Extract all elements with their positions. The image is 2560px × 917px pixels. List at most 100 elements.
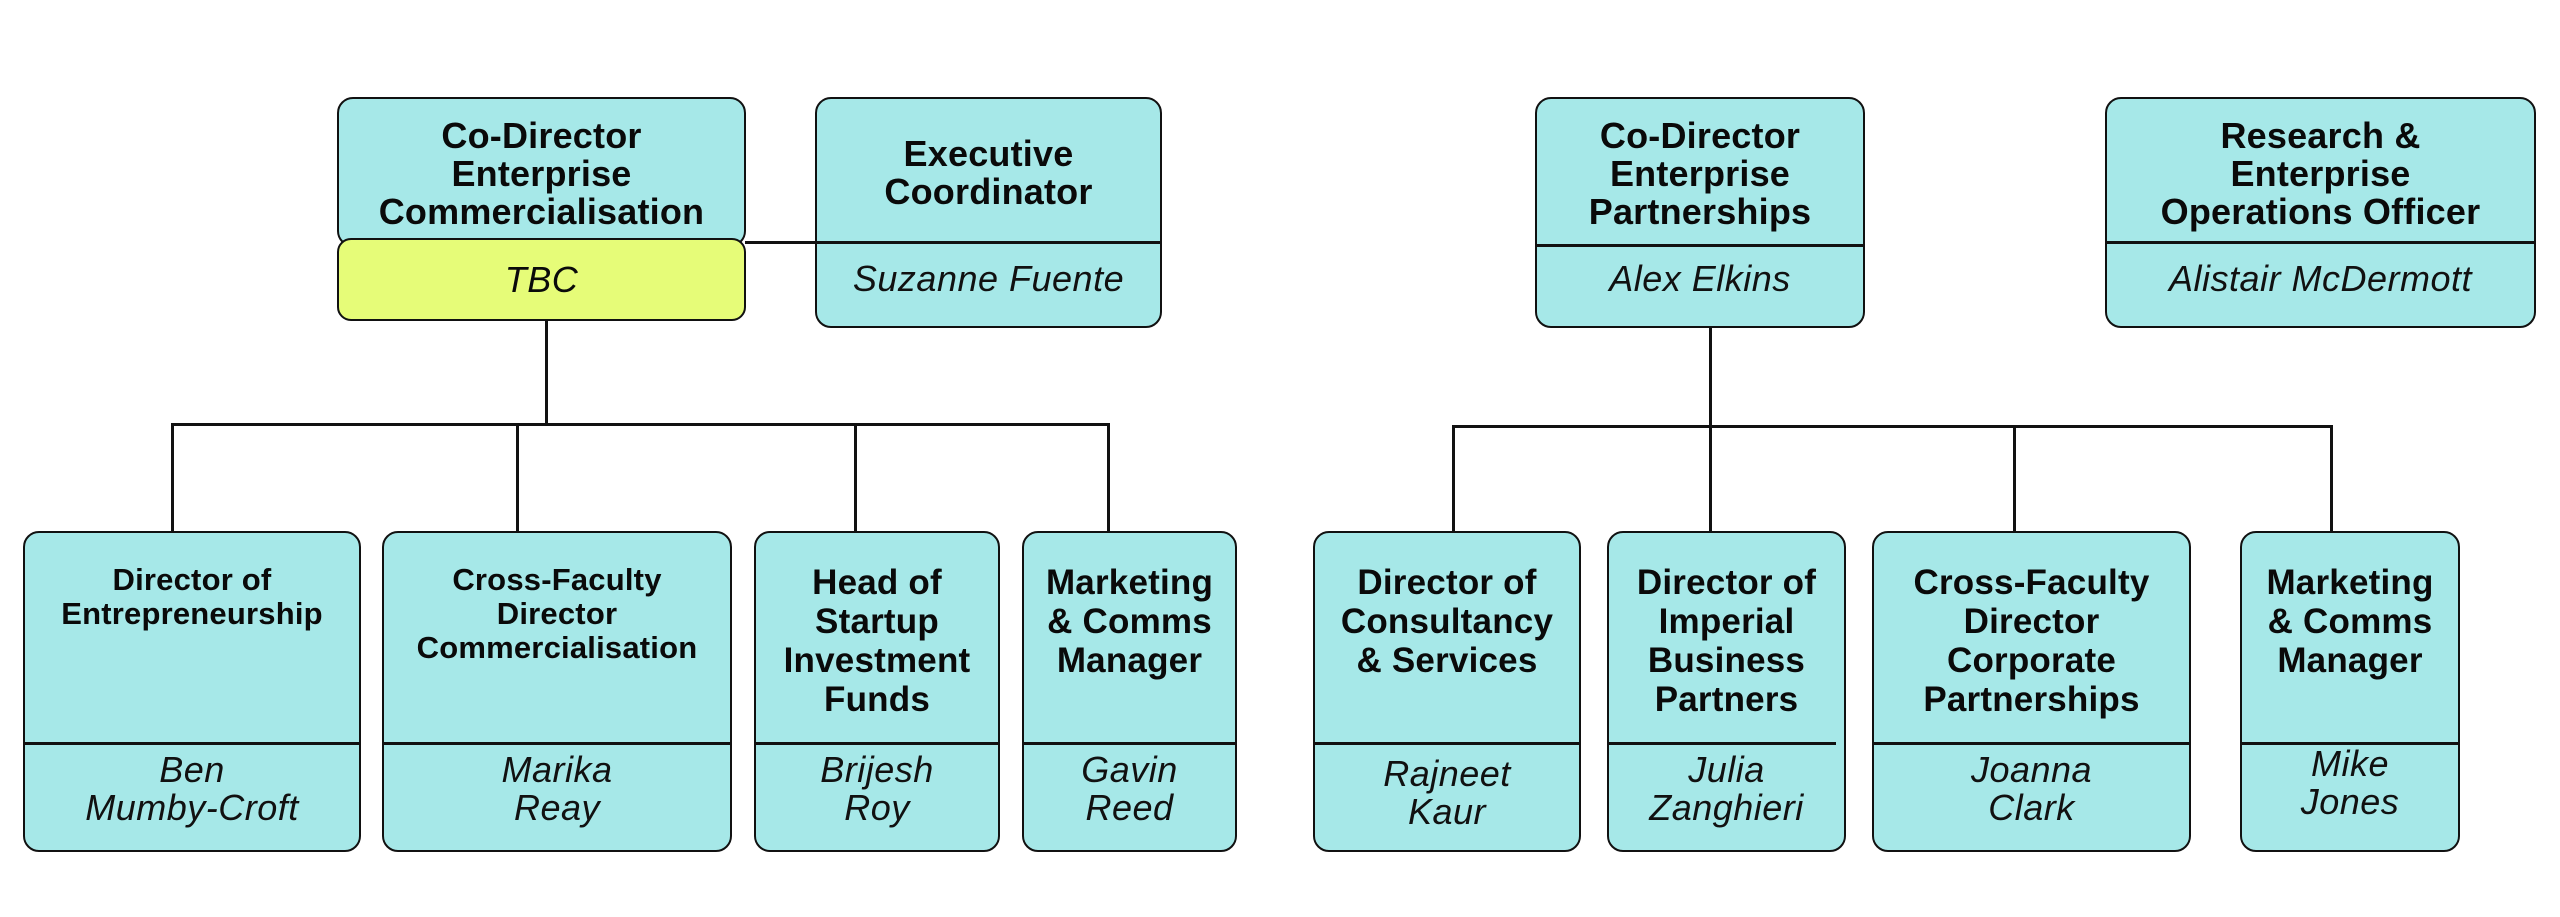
name-line: Kaur: [1407, 791, 1487, 832]
role-title: Marketing & Comms Manager: [1024, 563, 1235, 680]
name-line: Reay: [513, 787, 601, 828]
title-line: Director: [1963, 602, 2100, 641]
connector-drop-head-startup: [854, 423, 857, 531]
role-title: Head of Startup Investment Funds: [756, 563, 998, 719]
connector-exec-coordinator: [745, 241, 816, 244]
person-name: Mike Jones: [2242, 745, 2458, 821]
connector-drop-consultancy: [1452, 425, 1455, 531]
connector-drop-marketing-right: [2330, 425, 2333, 531]
title-line: Funds: [824, 680, 930, 719]
connector-drop-imperial: [1709, 425, 1712, 531]
name-line: Mike: [2310, 743, 2389, 784]
connector-drop-marketing-left: [1107, 423, 1110, 531]
box-divider: [1315, 742, 1579, 745]
name-line: Jones: [2300, 781, 2400, 822]
title-line: Imperial: [1658, 602, 1795, 641]
connector-drop-entrepreneurship: [171, 423, 174, 531]
name-line: Brijesh: [820, 749, 934, 790]
title-line: & Comms: [1047, 602, 1212, 641]
name-line: Reed: [1085, 787, 1174, 828]
title-line: Partnerships: [1588, 191, 1812, 232]
vacant-name-box-tbc[interactable]: TBC: [337, 238, 746, 321]
title-line: Executive: [903, 133, 1074, 174]
name-line: Mumby-Croft: [85, 787, 299, 828]
box-divider: [1024, 742, 1235, 745]
title-line: Startup: [815, 602, 939, 641]
box-divider: [1609, 742, 1836, 745]
title-line: Director of: [1357, 563, 1537, 602]
person-name: Suzanne Fuente: [852, 258, 1125, 299]
box-divider: [2242, 742, 2458, 745]
name-line: Zanghieri: [1649, 787, 1804, 828]
title-line: Co-Director: [441, 115, 642, 156]
person-name: Rajneet Kaur: [1315, 755, 1579, 831]
title-line: Director of: [1636, 563, 1817, 602]
box-divider: [756, 742, 998, 745]
person-name: Joanna Clark: [1874, 751, 2189, 827]
connector-left-stem: [545, 320, 548, 425]
box-divider: [384, 742, 730, 745]
title-line: Manager: [1056, 641, 1203, 680]
title-line: Partnerships: [1923, 680, 2140, 719]
connector-drop-cross-faculty-commercialisation: [516, 423, 519, 531]
role-title: Director of Entrepreneurship: [25, 563, 359, 631]
person-name: Marika Reay: [384, 751, 730, 827]
title-line: Investment: [783, 641, 971, 680]
role-title: Director of Consultancy & Services: [1315, 563, 1579, 680]
role-box-operations-officer[interactable]: Research & Enterprise Operations Officer…: [2105, 97, 2536, 328]
title-line: Entrepreneurship: [61, 596, 323, 631]
role-box-director-consultancy[interactable]: Director of Consultancy & Services Rajne…: [1313, 531, 1581, 852]
role-box-director-entrepreneurship[interactable]: Director of Entrepreneurship Ben Mumby-C…: [23, 531, 361, 852]
person-name: Gavin Reed: [1024, 751, 1235, 827]
role-title: Cross-Faculty Director Corporate Partner…: [1874, 563, 2189, 719]
title-line: Cross-Faculty: [1913, 563, 2150, 602]
role-title: Co-Director Enterprise Commercialisation: [339, 117, 744, 231]
role-title: Executive Coordinator: [817, 135, 1160, 211]
role-box-marketing-comms-right[interactable]: Marketing & Comms Manager Mike Jones: [2240, 531, 2460, 852]
title-line: Director: [496, 596, 618, 631]
person-name: Alex Elkins: [1609, 258, 1791, 299]
role-title: Director of Imperial Business Partners: [1609, 563, 1844, 719]
name-line: Ben: [159, 749, 225, 790]
name-line: Marika: [501, 749, 613, 790]
name-line: Julia: [1688, 749, 1765, 790]
title-line: Business: [1647, 641, 1806, 680]
title-line: Corporate: [1946, 641, 2117, 680]
box-divider: [817, 241, 1160, 244]
title-line: Director of: [112, 562, 272, 597]
title-line: Coordinator: [884, 171, 1093, 212]
title-line: Marketing: [1045, 563, 1214, 602]
person-name: Alistair McDermott: [2168, 258, 2473, 299]
connector-drop-corporate: [2013, 425, 2016, 531]
connector-right-stem: [1709, 327, 1712, 427]
role-box-co-director-partnerships[interactable]: Co-Director Enterprise Partnerships Alex…: [1535, 97, 1865, 328]
connector-left-bus: [171, 423, 1110, 426]
role-title: Research & Enterprise Operations Officer: [2107, 117, 2534, 231]
role-box-marketing-comms-left[interactable]: Marketing & Comms Manager Gavin Reed: [1022, 531, 1237, 852]
role-title: Marketing & Comms Manager: [2242, 563, 2458, 680]
name-line: Roy: [844, 787, 910, 828]
title-line: Operations Officer: [2160, 191, 2481, 232]
role-box-cross-faculty-commercialisation[interactable]: Cross-Faculty Director Commercialisation…: [382, 531, 732, 852]
title-line: Commercialisation: [378, 191, 705, 232]
name-line: Clark: [1988, 787, 2075, 828]
role-box-co-director-commercialisation[interactable]: Co-Director Enterprise Commercialisation: [337, 97, 746, 247]
title-line: Research &: [2220, 115, 2421, 156]
person-name: Brijesh Roy: [756, 751, 998, 827]
role-box-director-imperial-bp[interactable]: Director of Imperial Business Partners J…: [1607, 531, 1846, 852]
title-line: Manager: [2277, 641, 2423, 680]
person-name: Julia Zanghieri: [1609, 751, 1844, 827]
box-divider: [1874, 742, 2189, 745]
title-line: Consultancy: [1340, 602, 1554, 641]
role-box-cross-faculty-corporate[interactable]: Cross-Faculty Director Corporate Partner…: [1872, 531, 2191, 852]
role-box-executive-coordinator[interactable]: Executive Coordinator Suzanne Fuente: [815, 97, 1162, 328]
name-line: Joanna: [1970, 749, 2093, 790]
title-line: & Services: [1356, 641, 1538, 680]
name-line: Rajneet: [1383, 753, 1511, 794]
role-box-head-startup-funds[interactable]: Head of Startup Investment Funds Brijesh…: [754, 531, 1000, 852]
title-line: Cross-Faculty: [452, 562, 662, 597]
box-divider: [1537, 244, 1863, 247]
name-line: Gavin: [1081, 749, 1178, 790]
title-line: & Comms: [2267, 602, 2433, 641]
